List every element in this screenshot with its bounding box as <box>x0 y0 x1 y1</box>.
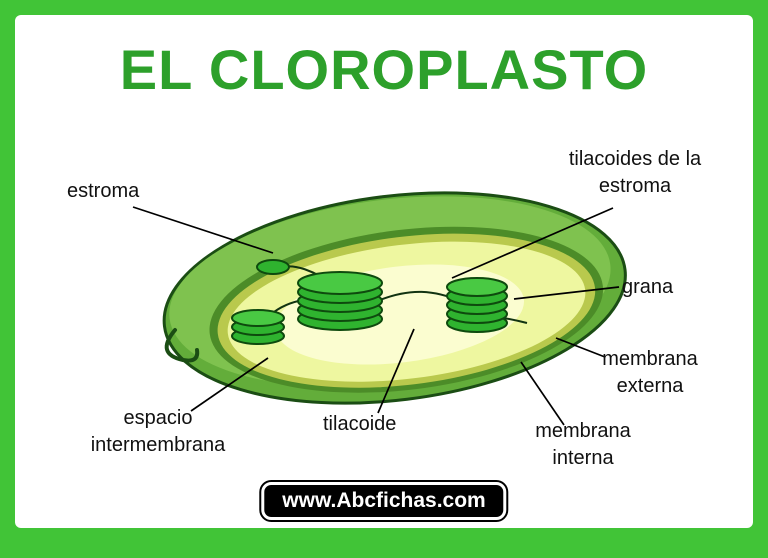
label-membrana-interna: membrana interna <box>535 420 631 469</box>
grana-stack-right <box>446 277 508 333</box>
membrane-fold <box>164 328 200 363</box>
label-espacio-intermembrana: espacio intermembrana <box>90 407 226 456</box>
inner-membrane-band <box>217 233 596 388</box>
grana-stack-center <box>297 271 383 331</box>
leader-line-tilacoides-estroma <box>451 207 614 279</box>
page-title: EL CLOROPLASTO <box>119 38 649 101</box>
stroma-bright-center <box>275 264 525 365</box>
leader-line-estroma <box>132 206 274 254</box>
label-grana: grana <box>622 276 674 298</box>
outer-membrane <box>162 191 627 405</box>
thylakoid-disc <box>256 259 290 275</box>
leader-line-grana <box>513 286 620 300</box>
chloroplast-body <box>162 191 627 405</box>
outer-membrane-highlight <box>169 196 611 387</box>
leader-line-membrana-interna <box>520 361 565 426</box>
leader-line-espacio-intermembrana <box>190 357 269 412</box>
stroma-interior <box>227 241 586 382</box>
label-membrana-externa: membrana externa <box>602 348 698 397</box>
website-badge: www.Abcfichas.com <box>261 482 507 520</box>
lamellae <box>266 265 528 324</box>
grana-stack-left <box>231 309 285 345</box>
leader-line-tilacoide <box>377 328 415 414</box>
poster-card: EL CLOROPLASTO <box>15 15 753 528</box>
label-tilacoides-estroma: tilacoides de la estroma <box>568 148 702 197</box>
inner-membrane-edge <box>209 226 604 393</box>
label-estroma: estroma <box>67 180 140 202</box>
leader-lines <box>132 206 620 426</box>
label-tilacoide: tilacoide <box>323 413 397 435</box>
